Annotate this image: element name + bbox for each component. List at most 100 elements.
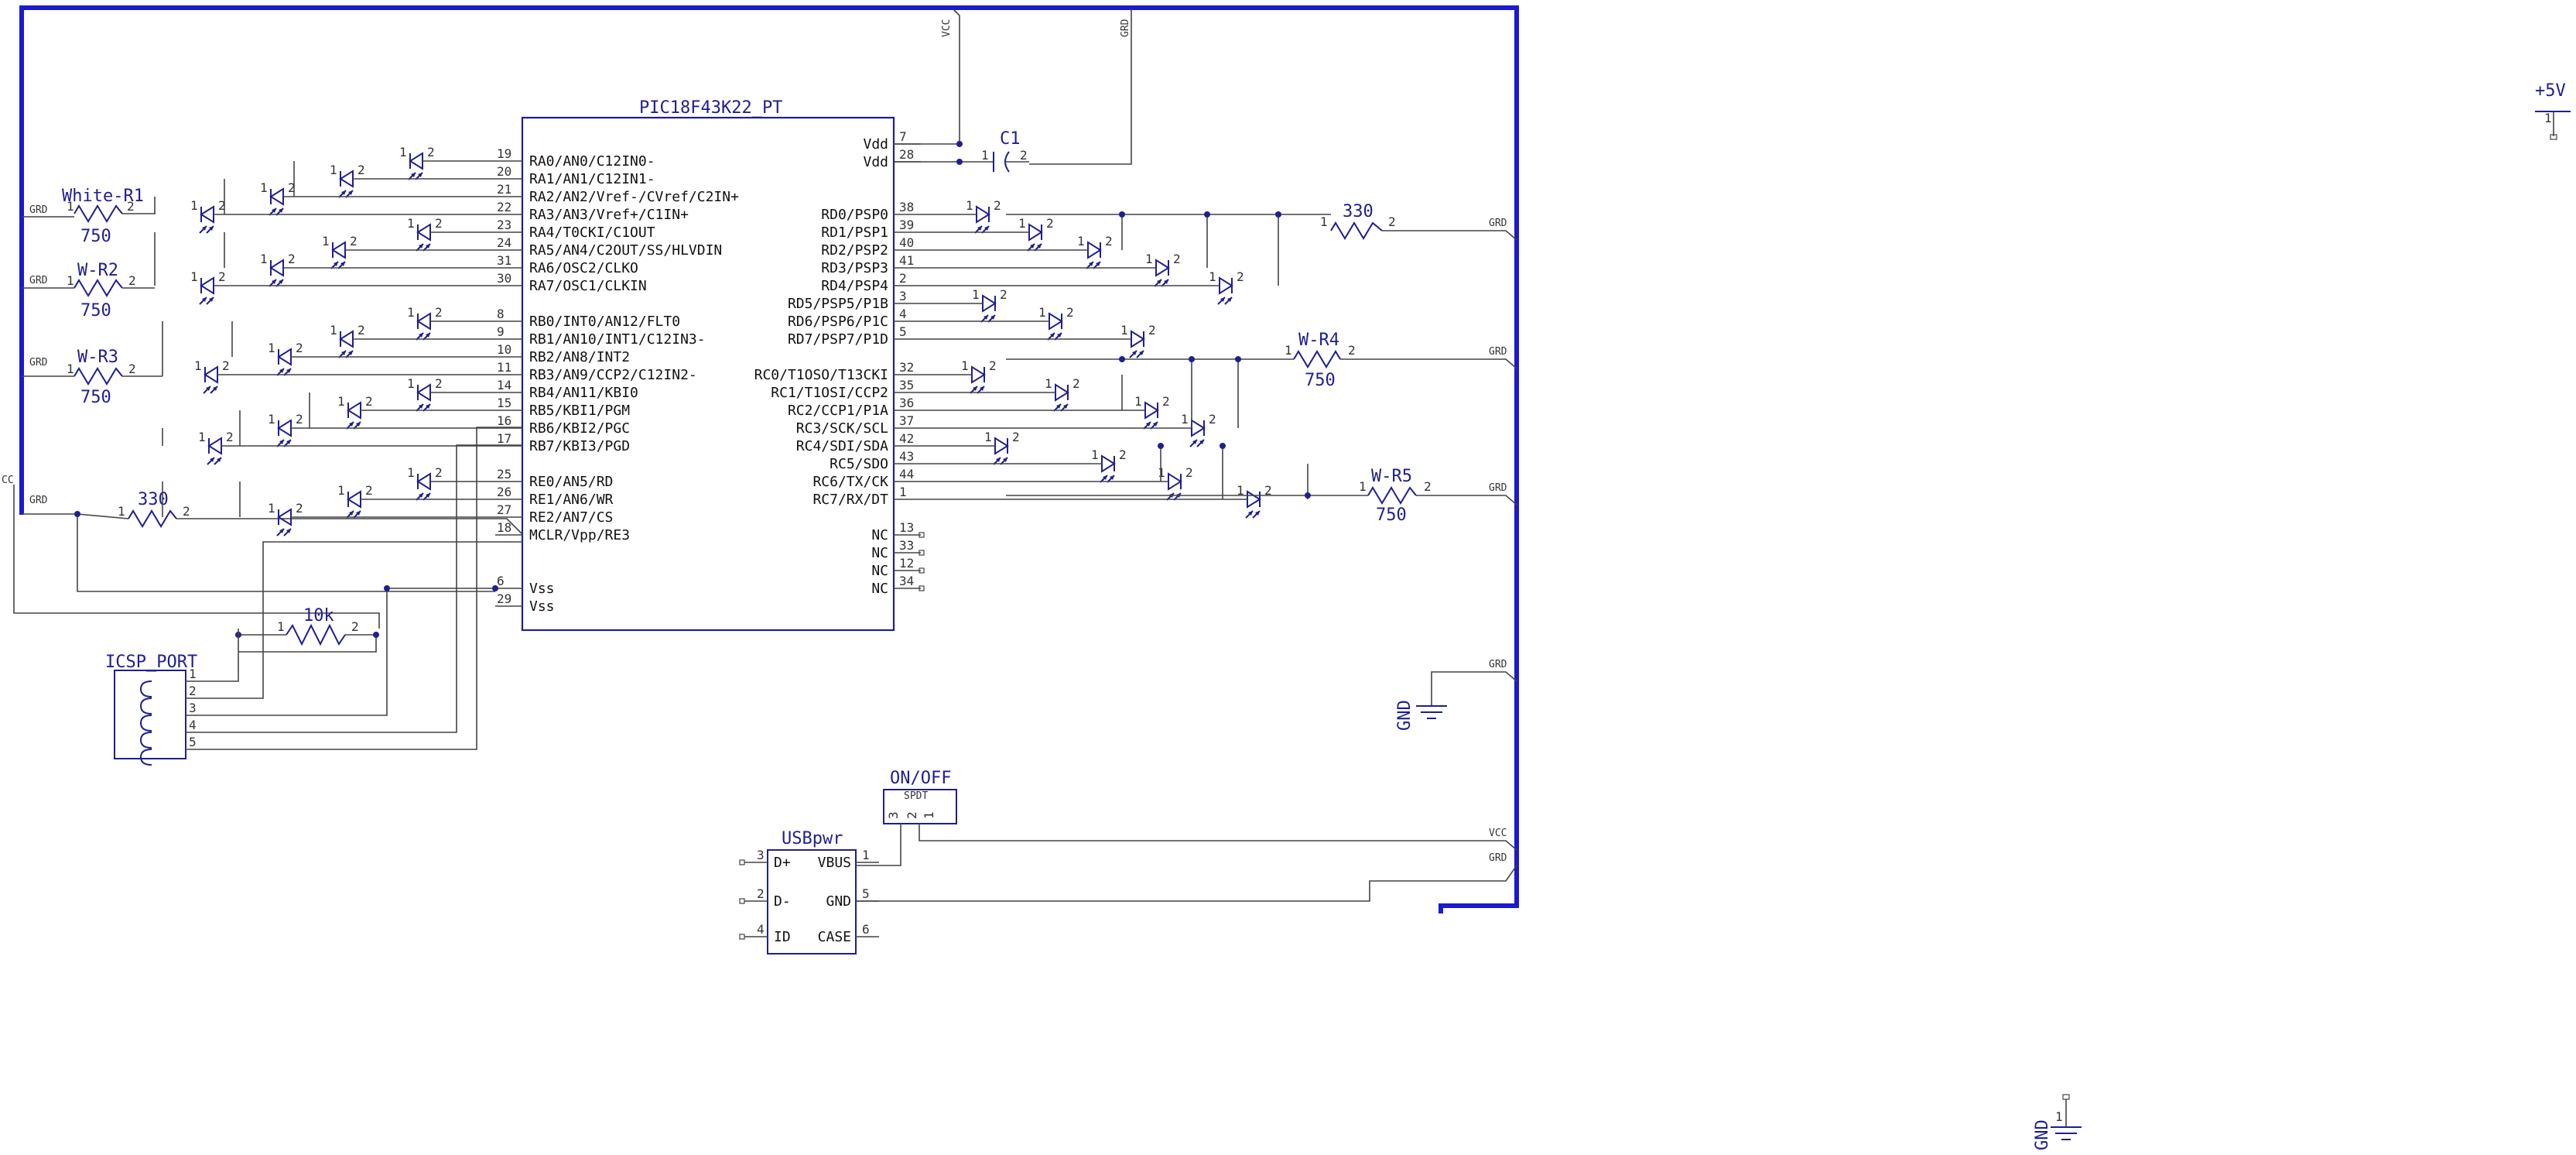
- led-pin-number: 1: [260, 180, 268, 195]
- led-pin-number: 1: [1145, 252, 1153, 266]
- mcu-pin-number: 17: [497, 431, 511, 446]
- mcu-pin-label: RA1/AN1/C12IN1-: [529, 171, 655, 187]
- svg-text:1: 1: [922, 811, 936, 819]
- svg-text:750: 750: [80, 227, 111, 246]
- led-pin-number: 2: [1046, 216, 1054, 231]
- mcu-pin-label: NC: [871, 581, 888, 597]
- mcu-pin-label: RC7/RX/DT: [812, 492, 888, 508]
- mcu-pin-label: RD1/PSP1: [821, 224, 888, 241]
- usb-pin-label: D+: [774, 855, 791, 871]
- usb-pin-number: 2: [757, 886, 765, 901]
- led-pin-number: 2: [1148, 323, 1156, 338]
- led-pin-number: 2: [226, 430, 234, 444]
- mcu-pin-label: NC: [871, 545, 888, 561]
- mcu-pin-number: 18: [497, 520, 511, 535]
- mcu-pin-label: RD4/PSP4: [821, 278, 888, 294]
- led-pin-number: 1: [268, 501, 275, 516]
- led-pin-number: 1: [984, 430, 992, 444]
- mcu-pin-label: RE2/AN7/CS: [529, 509, 613, 526]
- led-pin-number: 2: [1072, 376, 1080, 391]
- led-pin-number: 1: [966, 198, 973, 213]
- mcu-pin-number: 43: [899, 449, 914, 464]
- mcu-pin-label: Vss: [529, 598, 555, 615]
- mcu-pin-label: RE1/AN6/WR: [529, 492, 614, 508]
- mcu-pin-number: 1: [899, 485, 907, 499]
- mcu-pin-number: 37: [899, 413, 914, 428]
- svg-text:GRD: GRD: [29, 275, 48, 286]
- led-pin-number: 2: [365, 483, 373, 498]
- led-pin-number: 2: [1264, 483, 1272, 498]
- mcu-pin-label: RB4/AN11/KBI0: [529, 385, 638, 401]
- led-pin-number: 1: [407, 376, 415, 391]
- svg-text:1: 1: [67, 199, 74, 214]
- mcu-pin-number: 42: [899, 431, 914, 446]
- mcu-pin-number: 13: [899, 520, 914, 535]
- switch-on-off: ON/OFF SPDT 3 2 1: [883, 769, 957, 824]
- mcu-pin-label: Vss: [529, 581, 555, 597]
- mcu-pin-number: 27: [497, 502, 511, 517]
- mcu-pin-label: RB1/AN10/INT1/C12IN3-: [529, 331, 706, 348]
- svg-text:1: 1: [2544, 111, 2552, 125]
- mcu-pin-label: RE0/AN5/RD: [529, 474, 613, 490]
- led-pin-number: 1: [190, 198, 198, 213]
- mcu-pin-number: 22: [497, 200, 511, 214]
- led-pin-number: 2: [218, 198, 226, 213]
- svg-text:ON/OFF: ON/OFF: [890, 769, 951, 788]
- mcu-pin-label: RA0/AN0/C12IN0-: [529, 153, 655, 170]
- net-label-vcc-top: VCC: [941, 19, 953, 37]
- led-pin-number: 1: [1038, 305, 1046, 320]
- led-pin-number: 2: [1012, 430, 1020, 444]
- mcu-pin-label: Vdd: [863, 154, 888, 170]
- svg-text:1: 1: [67, 362, 74, 376]
- usb-pin-number: 6: [862, 922, 870, 937]
- svg-text:White-R1: White-R1: [62, 187, 144, 206]
- gnd-symbol-bottom: 1 GND: [2033, 1094, 2082, 1150]
- mcu-pin-number: 39: [899, 218, 914, 232]
- mcu-pin-number: 10: [497, 342, 511, 357]
- mcu-pin-number: 6: [497, 574, 505, 588]
- svg-text:2: 2: [1388, 214, 1396, 229]
- mcu-pin-number: 44: [899, 467, 914, 482]
- mcu-pin-number: 15: [497, 396, 511, 410]
- mcu-pin-number: 41: [899, 253, 914, 268]
- mcu-pin-label: NC: [871, 527, 888, 543]
- mcu-pin-number: 33: [899, 538, 914, 553]
- mcu-pin-label: RA7/OSC1/CLKIN: [529, 278, 647, 294]
- svg-text:1: 1: [981, 148, 989, 163]
- svg-text:GRD: GRD: [29, 495, 48, 506]
- svg-text:GND: GND: [1395, 700, 1415, 731]
- plus5v-symbol: +5V 1: [2535, 81, 2571, 140]
- led-pin-number: 1: [1045, 376, 1052, 391]
- svg-text:1: 1: [67, 273, 74, 288]
- svg-text:330: 330: [138, 490, 169, 509]
- svg-text:VCC: VCC: [1489, 828, 1507, 839]
- mcu-pin-number: 23: [497, 218, 511, 232]
- svg-text:2: 2: [1424, 479, 1432, 494]
- mcu-pin-number: 9: [497, 324, 505, 339]
- mcu-pin-label: RA5/AN4/C2OUT/SS/HLVDIN: [529, 242, 722, 259]
- mcu-pin-number: 24: [497, 235, 511, 250]
- led-pin-number: 2: [1119, 447, 1127, 462]
- svg-text:GRD: GRD: [1489, 659, 1507, 670]
- led-pin-number: 1: [190, 269, 198, 284]
- led-pin-number: 1: [268, 412, 275, 427]
- led-pin-number: 1: [407, 305, 415, 320]
- icsp-pin-number: 2: [189, 684, 197, 698]
